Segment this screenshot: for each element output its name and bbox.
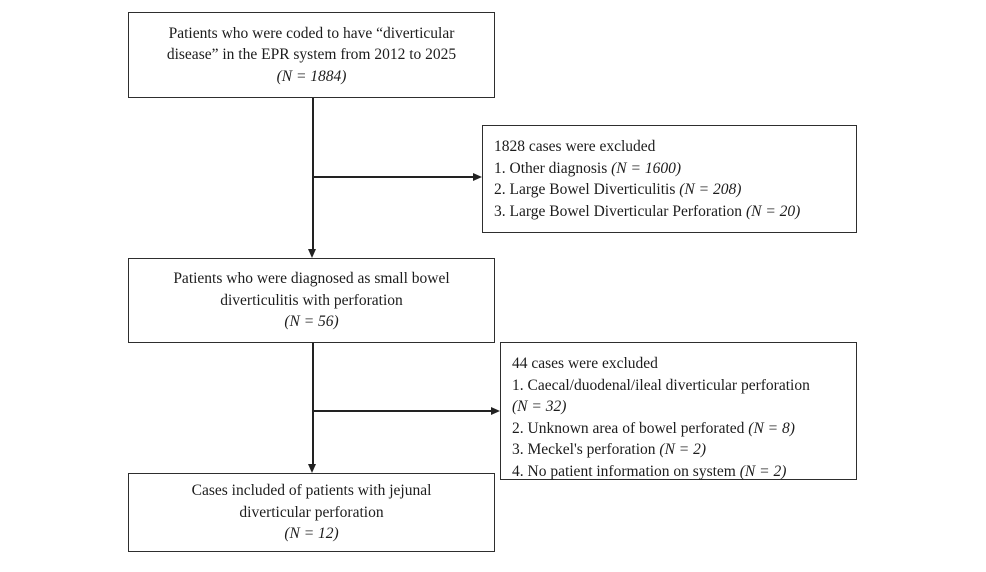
box-text-line: Patients who were coded to have “diverti… [168, 24, 455, 42]
connector-branch-to-excluded-1 [313, 176, 474, 178]
n-count: (N = 20) [745, 202, 801, 220]
n-count: (N = 56) [284, 313, 339, 331]
flow-box-diagnosed-small-bowel: Patients who were diagnosed as small bow… [128, 258, 495, 343]
exclusion-item: 4. No patient information on system (N =… [512, 461, 848, 483]
exclusion-item: 3. Large Bowel Diverticular Perforation … [494, 201, 848, 223]
n-count: (N = 12) [284, 525, 339, 543]
n-count: (N = 2) [739, 462, 787, 480]
exclusion-item: 1. Other diagnosis (N = 1600) [494, 158, 848, 180]
box-text-line: diverticular perforation [239, 503, 384, 521]
n-count: (N = 8) [748, 419, 795, 437]
arrow-right-icon [473, 172, 482, 181]
n-count: (N = 1600) [611, 159, 681, 177]
exclusion-item-text: 2. Unknown area of bowel perforated [512, 419, 749, 437]
exclusion-item-text: 4. No patient information on system [512, 462, 740, 480]
flow-box-coded-patients: Patients who were coded to have “diverti… [128, 12, 495, 98]
n-count: (N = 2) [659, 441, 707, 458]
connector-branch-to-excluded-2 [312, 410, 492, 412]
box-text-line: disease” in the EPR system from 2012 to … [166, 46, 457, 64]
exclusion-item-text: 3. Meckel's perforation [512, 441, 660, 458]
exclusion-title: 44 cases were excluded [512, 355, 658, 372]
exclusion-item-text: 2. Large Bowel Diverticulitis [494, 181, 680, 198]
flow-box-excluded-2: 44 cases were excluded 1. Caecal/duodena… [500, 342, 857, 480]
n-count: (N = 208) [679, 181, 742, 198]
n-count: (N = 32) [512, 398, 567, 415]
box-text-line: diverticulitis with perforation [220, 291, 403, 309]
exclusion-item-text: 3. Large Bowel Diverticular Perforation [494, 202, 746, 220]
n-count: (N = 1884) [276, 67, 347, 85]
exclusion-item-text: 1. Other diagnosis [494, 159, 612, 177]
box-text-line: Cases included of patients with jejunal [191, 482, 432, 500]
arrow-down-icon [308, 249, 317, 258]
arrow-right-icon [491, 406, 500, 415]
arrow-down-icon [308, 464, 317, 473]
flow-box-included-cases: Cases included of patients with jejunal … [128, 473, 495, 552]
flow-box-excluded-1: 1828 cases were excluded 1. Other diagno… [482, 125, 857, 233]
exclusion-item: 3. Meckel's perforation (N = 2) [512, 439, 848, 461]
exclusion-title: 1828 cases were excluded [494, 138, 656, 155]
exclusion-item: 1. Caecal/duodenal/ileal diverticular pe… [512, 376, 810, 394]
connector-coded-to-diagnosed [312, 98, 314, 250]
box-text-line: Patients who were diagnosed as small bow… [173, 270, 450, 288]
exclusion-item: 2. Unknown area of bowel perforated (N =… [512, 418, 848, 440]
exclusion-item: 2. Large Bowel Diverticulitis (N = 208) [494, 179, 848, 201]
connector-diagnosed-to-included [312, 343, 314, 465]
